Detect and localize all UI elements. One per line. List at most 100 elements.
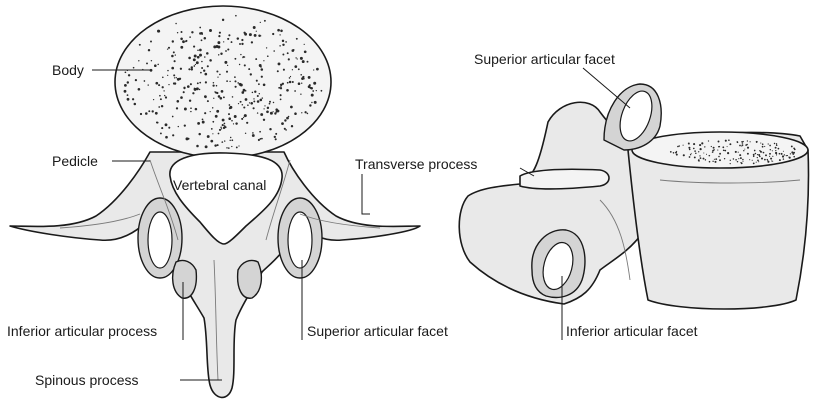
lateral-trabecular-dot (719, 159, 721, 161)
trabecular-dot (158, 84, 160, 86)
lateral-trabecular-dot (724, 150, 726, 152)
trabecular-dot (215, 91, 217, 93)
trabecular-dot (205, 97, 206, 98)
lateral-trabecular-dot (783, 158, 784, 159)
trabecular-dot (158, 106, 160, 108)
label-inferior-articular-facet: Inferior articular facet (566, 323, 698, 339)
lateral-trabecular-dot (735, 151, 737, 153)
lateral-trabecular-dot (706, 154, 707, 155)
trabecular-dot (261, 76, 263, 78)
trabecular-dot (148, 49, 150, 51)
trabecular-dot (244, 114, 247, 117)
trabecular-dot (177, 100, 180, 103)
trabecular-dot (217, 144, 219, 146)
trabecular-dot (243, 106, 245, 108)
trabecular-dot (213, 82, 215, 84)
trabecular-dot (263, 60, 264, 61)
trabecular-dot (288, 58, 290, 60)
trabecular-dot (134, 103, 137, 106)
trabecular-dot (272, 33, 274, 35)
right-inferior-articular-process (238, 260, 262, 298)
trabecular-dot (199, 54, 202, 57)
trabecular-dot (204, 56, 206, 58)
trabecular-dot (277, 110, 280, 113)
trabecular-dot (135, 79, 137, 81)
lateral-trabecular-dot (775, 147, 777, 149)
trabecular-dot (216, 70, 218, 72)
lateral-trabecular-dot (693, 148, 695, 150)
trabecular-dot (184, 108, 187, 111)
trabecular-dot (224, 140, 225, 141)
trabecular-dot (223, 41, 224, 42)
lateral-trabecular-dot (718, 156, 720, 158)
trabecular-dot (252, 134, 255, 137)
trabecular-dot (204, 73, 207, 76)
lateral-trabecular-dot (730, 160, 731, 161)
trabecular-dot (223, 127, 225, 129)
lateral-trabecular-dot (772, 150, 773, 151)
trabecular-dot (298, 68, 300, 70)
trabecular-dot (258, 83, 260, 85)
lateral-trabecular-dot (750, 141, 751, 142)
trabecular-dot (292, 69, 293, 70)
trabecular-dot (257, 100, 260, 103)
trabecular-dot (199, 27, 201, 29)
trabecular-dot (313, 82, 316, 85)
trabecular-dot (148, 110, 150, 112)
lateral-trabecular-dot (709, 161, 711, 163)
trabecular-dot (174, 60, 176, 62)
trabecular-dot (234, 80, 236, 82)
trabecular-dot (220, 127, 222, 129)
lateral-trabecular-dot (794, 149, 796, 151)
lateral-trabecular-dot (670, 151, 672, 153)
lateral-trabecular-dot (719, 153, 721, 155)
trabecular-dot (277, 29, 280, 32)
trabecular-dot (181, 31, 183, 33)
vertebral-body (115, 6, 331, 158)
trabecular-dot (175, 54, 176, 55)
trabecular-dot (195, 108, 198, 111)
lateral-trabecular-dot (776, 154, 777, 155)
trabecular-dot (264, 20, 266, 22)
trabecular-dot (154, 64, 157, 67)
lateral-trabecular-dot (711, 146, 712, 147)
trabecular-dot (226, 147, 227, 148)
trabecular-dot (125, 71, 127, 73)
trabecular-dot (132, 98, 134, 100)
trabecular-dot (189, 36, 191, 38)
trabecular-dot (190, 107, 192, 109)
trabecular-dot (159, 95, 161, 97)
lateral-trabecular-dot (701, 142, 703, 144)
trabecular-dot (240, 101, 242, 103)
trabecular-dot (270, 112, 273, 115)
lateral-trabecular-dot (760, 143, 761, 144)
trabecular-dot (167, 70, 168, 71)
trabecular-dot (250, 73, 252, 75)
trabecular-dot (155, 82, 158, 85)
trabecular-dot (279, 45, 280, 46)
trabecular-dot (241, 118, 243, 120)
trabecular-dot (295, 57, 296, 58)
trabecular-dot (222, 119, 225, 122)
trabecular-dot (220, 53, 222, 55)
trabecular-dot (234, 58, 236, 60)
trabecular-dot (184, 124, 186, 126)
trabecular-dot (307, 61, 309, 63)
trabecular-dot (198, 133, 200, 135)
trabecular-dot (223, 96, 225, 98)
trabecular-dot (227, 38, 229, 40)
lateral-trabecular-dot (676, 154, 678, 156)
lateral-trabecular-dot (790, 153, 791, 154)
lateral-trabecular-dot (738, 152, 739, 153)
trabecular-dot (238, 103, 239, 104)
trabecular-dot (300, 94, 301, 95)
trabecular-dot (263, 84, 266, 87)
trabecular-dot (259, 99, 262, 102)
lateral-trabecular-dot (717, 150, 718, 151)
trabecular-dot (294, 90, 296, 92)
trabecular-dot (191, 66, 193, 68)
lateral-trabecular-dot (747, 140, 748, 141)
lateral-trabecular-dot (698, 151, 699, 152)
trabecular-dot (275, 133, 277, 135)
trabecular-dot (241, 39, 243, 41)
